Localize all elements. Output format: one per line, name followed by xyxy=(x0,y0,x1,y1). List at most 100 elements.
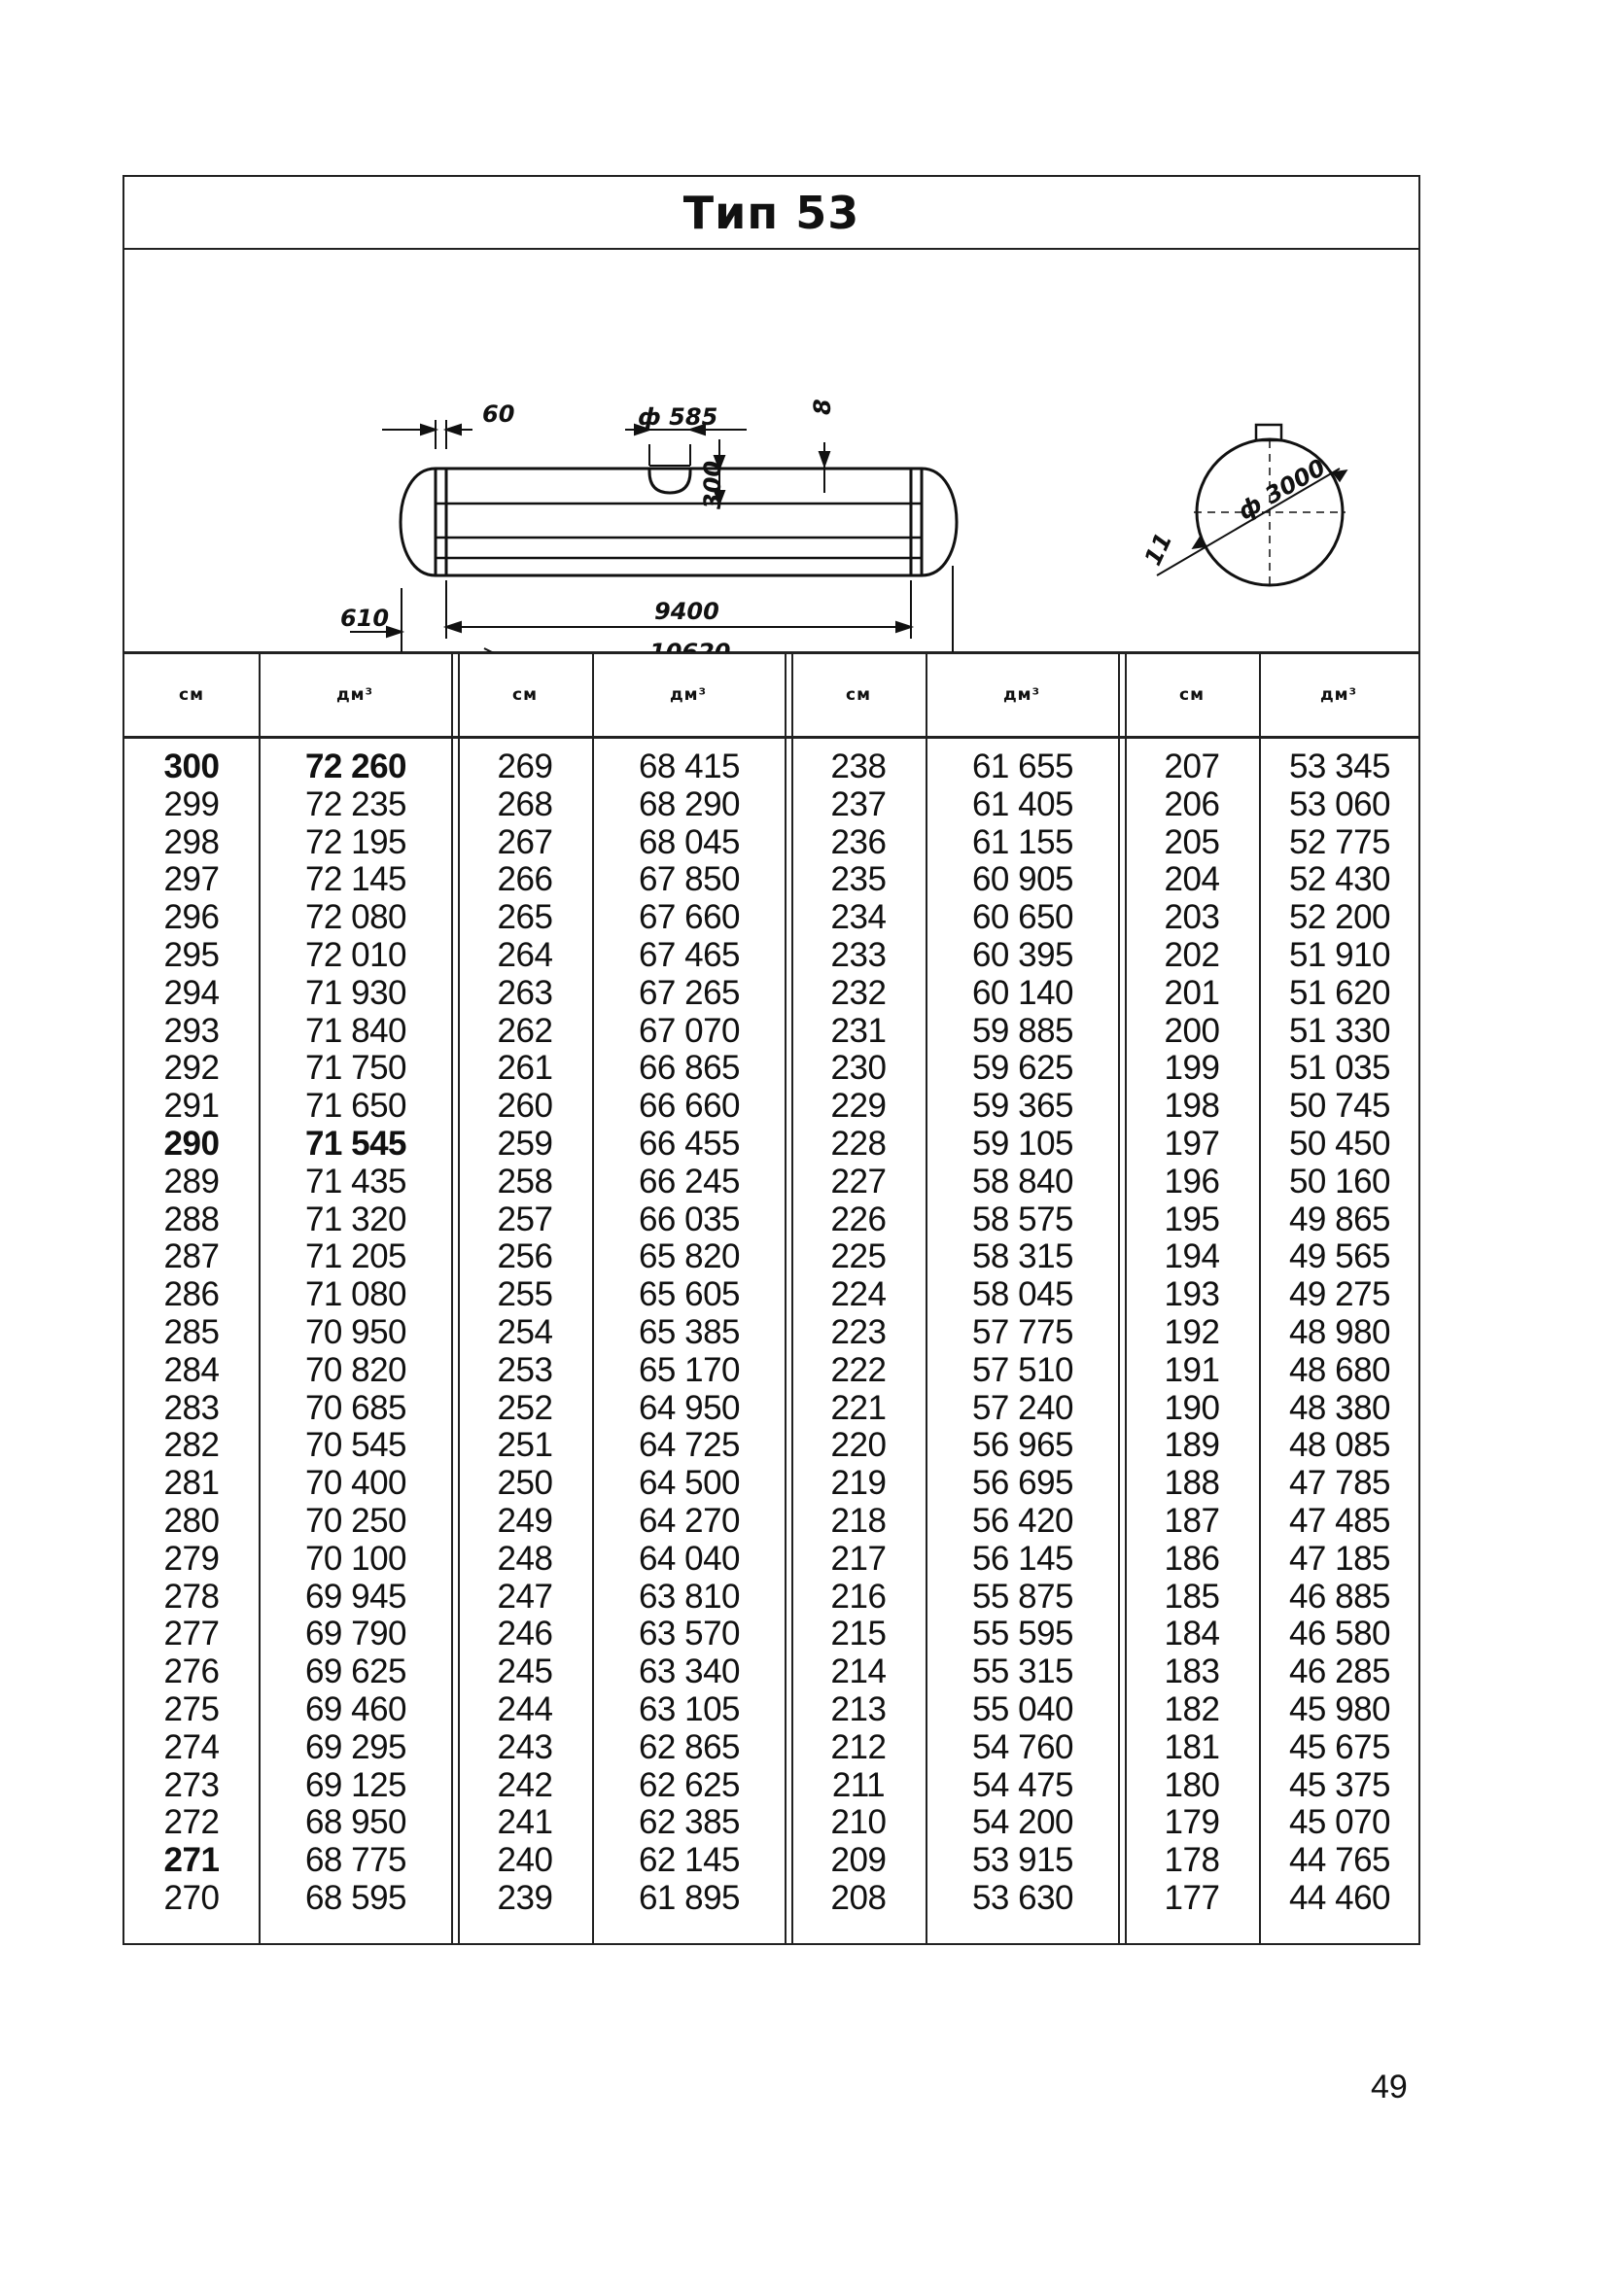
table-cell-volume: 66 865 xyxy=(638,1049,741,1088)
table-cell-height: 177 xyxy=(1164,1878,1220,1917)
table-cell-volume: 53 915 xyxy=(971,1841,1074,1880)
table-cell-height: 259 xyxy=(497,1124,553,1163)
table-cell-volume: 45 070 xyxy=(1288,1803,1391,1842)
table-cell-volume: 62 385 xyxy=(638,1803,741,1842)
table-cell-height: 264 xyxy=(497,935,553,974)
table-cell-volume: 51 330 xyxy=(1288,1011,1391,1050)
dim-60-arrows xyxy=(420,423,462,436)
table-cell-volume: 58 045 xyxy=(971,1275,1074,1314)
table-cell-volume: 67 660 xyxy=(638,898,741,937)
table-cell-height: 245 xyxy=(497,1652,553,1691)
table-cell-volume: 68 595 xyxy=(304,1878,407,1917)
table-cell-volume: 66 035 xyxy=(638,1200,741,1238)
table-cell-height: 278 xyxy=(163,1577,220,1616)
divider-4 xyxy=(1259,654,1261,1945)
end-view-manhole xyxy=(1254,423,1283,442)
table-cell-volume: 64 270 xyxy=(638,1501,741,1540)
table-cell-height: 225 xyxy=(830,1237,887,1276)
table-header: см дм³ см дм³ см дм³ см дм³ xyxy=(124,654,1418,739)
table-cell-height: 184 xyxy=(1164,1615,1220,1653)
table-cell-volume: 55 595 xyxy=(971,1615,1074,1653)
table-cell-height: 232 xyxy=(830,973,887,1012)
side-dimension-lines xyxy=(350,420,954,652)
table-cell-volume: 49 865 xyxy=(1288,1200,1391,1238)
double-divider-3 xyxy=(1118,654,1127,1945)
table-cell-volume: 47 185 xyxy=(1288,1539,1391,1578)
table-cell-volume: 53 345 xyxy=(1288,748,1391,785)
table-cell-volume: 49 565 xyxy=(1288,1237,1391,1276)
dim-300: 300 xyxy=(699,461,726,509)
table-cell-height: 284 xyxy=(163,1350,220,1389)
table-cell-height: 192 xyxy=(1164,1312,1220,1351)
side-view xyxy=(399,465,959,577)
table-cell-volume: 70 400 xyxy=(304,1464,407,1503)
table-cell-volume: 61 155 xyxy=(971,822,1074,861)
table-cell-height: 195 xyxy=(1164,1200,1220,1238)
dim-9400-arrows xyxy=(442,620,915,634)
table-cell-volume: 57 240 xyxy=(971,1388,1074,1427)
table-cell-height: 180 xyxy=(1164,1765,1220,1804)
table-cell-volume: 56 420 xyxy=(971,1501,1074,1540)
table-cell-height: 227 xyxy=(830,1162,887,1200)
table-cell-volume: 53 630 xyxy=(971,1878,1074,1917)
table-cell-height: 243 xyxy=(497,1727,553,1766)
table-cell-height: 218 xyxy=(830,1501,887,1540)
table-cell-height: 271 xyxy=(163,1841,220,1880)
table-cell-volume: 61 895 xyxy=(638,1878,741,1917)
table-cell-height: 268 xyxy=(497,784,553,823)
table-cell-height: 220 xyxy=(830,1426,887,1465)
table-cell-height: 211 xyxy=(831,1765,886,1804)
table-cell-volume: 50 160 xyxy=(1288,1162,1391,1200)
table-cell-volume: 52 200 xyxy=(1288,898,1391,937)
table-cell-volume: 54 200 xyxy=(971,1803,1074,1842)
table-cell-volume: 51 620 xyxy=(1288,973,1391,1012)
table-cell-height: 275 xyxy=(163,1689,220,1728)
table-cell-height: 198 xyxy=(1164,1087,1220,1126)
double-divider-2 xyxy=(785,654,793,1945)
header-height-2: см xyxy=(512,685,538,705)
table-cell-volume: 48 680 xyxy=(1288,1350,1391,1389)
table-cell-height: 194 xyxy=(1164,1237,1220,1276)
table-cell-volume: 60 650 xyxy=(971,898,1074,937)
table-cell-height: 206 xyxy=(1164,784,1220,823)
table-cell-height: 201 xyxy=(1164,973,1220,1012)
table-cell-height: 250 xyxy=(497,1464,553,1503)
table-cell-height: 274 xyxy=(163,1727,220,1766)
table-cell-height: 237 xyxy=(830,784,887,823)
table-cell-height: 230 xyxy=(830,1049,887,1088)
table-cell-height: 279 xyxy=(163,1539,220,1578)
table-cell-volume: 45 675 xyxy=(1288,1727,1391,1766)
table-cell-height: 241 xyxy=(497,1803,553,1842)
dim-8: 8 xyxy=(809,399,836,415)
table-cell-height: 242 xyxy=(497,1765,553,1804)
table-cell-volume: 71 435 xyxy=(304,1162,407,1200)
table-cell-volume: 65 605 xyxy=(638,1275,741,1314)
table-cell-volume: 72 010 xyxy=(304,935,407,974)
table-cell-height: 228 xyxy=(830,1124,887,1163)
table-cell-volume: 72 080 xyxy=(304,898,407,937)
table-cell-height: 235 xyxy=(830,860,887,899)
double-divider-1 xyxy=(451,654,460,1945)
table-cell-volume: 64 500 xyxy=(638,1464,741,1503)
table-cell-height: 294 xyxy=(163,973,220,1012)
table-cell-volume: 67 070 xyxy=(638,1011,741,1050)
dim-60: 60 xyxy=(482,400,514,428)
table-cell-volume: 67 265 xyxy=(638,973,741,1012)
table-cell-volume: 65 820 xyxy=(638,1237,741,1276)
table-cell-height: 238 xyxy=(830,748,887,785)
table-cell-height: 300 xyxy=(163,748,220,785)
table-cell-volume: 69 790 xyxy=(304,1615,407,1653)
table-cell-height: 285 xyxy=(163,1312,220,1351)
table-cell-volume: 45 980 xyxy=(1288,1689,1391,1728)
table-cell-volume: 63 810 xyxy=(638,1577,741,1616)
table-cell-volume: 44 460 xyxy=(1288,1878,1391,1917)
table-cell-height: 187 xyxy=(1164,1501,1220,1540)
dim-diameter-arrows xyxy=(1191,470,1348,549)
dim-610-tick xyxy=(483,647,495,652)
table-cell-volume: 51 910 xyxy=(1288,935,1391,974)
table-cell-height: 207 xyxy=(1164,748,1220,785)
table-cell-height: 258 xyxy=(497,1162,553,1200)
